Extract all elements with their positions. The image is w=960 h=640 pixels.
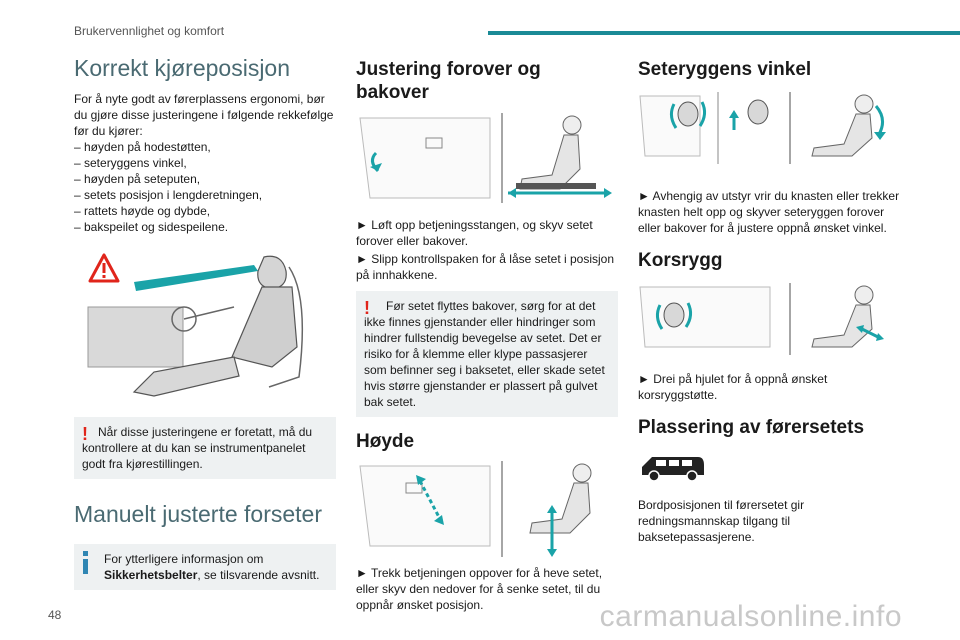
column-1: Korrekt kjøreposisjon For å nyte godt av… [74,55,336,590]
van-icon [638,451,900,483]
warning-text: Når disse justeringene er foretatt, må d… [82,425,313,472]
page-number: 48 [48,608,62,622]
section-heading-posture: Korrekt kjøreposisjon [74,55,291,81]
driver-seat-position-text: Bordposisjonen til førersetet gir rednin… [638,498,805,545]
intro-paragraph: For å nyte godt av førerplassens ergonom… [74,92,334,139]
watermark: carmanualsonline.info [599,600,902,633]
driving-posture-illustration [74,247,336,403]
section-heading-backrest: Seteryggens vinkel [638,59,812,80]
section-heading-height: Høyde [356,430,415,452]
list-item: – setets posisjon i lengderetningen, [74,188,263,203]
list-item: – seteryggens vinkel, [74,156,187,171]
warning-icon: ! [82,424,88,445]
backrest-step: ► Avhengig av utstyr vrir du knasten ell… [638,188,900,235]
section-heading-manual-seats: Manuelt justerte forseter [74,501,323,528]
section-heading-driver-seat-position: Plassering av førersetets [638,416,865,438]
running-header: Brukervennlighet og komfort [74,24,225,38]
warning-box: ! Før setet flyttes bakover, sørg for at… [356,290,618,417]
warning-box: ! Når disse justeringene er foretatt, må… [74,417,336,480]
list-item: – bakspeilet og sidespeilene. [74,220,229,235]
info-box: For ytterligere informasjon om Sikkerhet… [74,543,336,590]
fore-aft-illustration [356,112,618,203]
column-2: Justering forover og bakover ► Løft opp … [356,55,618,613]
lumbar-step: ► Drei på hjulet for å oppnå ønsket kors… [638,371,828,402]
info-link-seatbelts[interactable]: Sikkerhetsbelter [104,567,198,582]
header-accent-bar [488,31,960,35]
info-icon [83,550,88,575]
info-text-pre: For ytterligere informasjon om [104,551,264,566]
warning-text: Før setet flyttes bakover, sørg for at d… [364,298,605,409]
list-item: – høyden på hodestøtten, [74,140,211,155]
fore-aft-step-2: ► Slipp kontrollspaken for å låse setet … [356,251,615,282]
section-heading-fore-aft: Justering forover og bakover [356,59,541,103]
list-item: – høyden på seteputen, [74,172,201,187]
section-heading-lumbar: Korsrygg [638,249,723,271]
lumbar-illustration [638,282,900,355]
height-step: ► Trekk betjeningen oppover for å heve s… [356,566,603,613]
fore-aft-step-1: ► Løft opp betjeningsstangen, og skyv se… [356,217,593,248]
info-text-post: , se tilsvarende avsnitt. [197,567,320,582]
adjustment-list: – høyden på hodestøtten, – seteryggens v… [74,139,336,235]
list-item: – rattets høyde og dybde, [74,204,211,219]
backrest-illustration [638,91,900,164]
height-illustration [356,461,618,558]
warning-icon: ! [364,297,370,318]
column-3: Seteryggens vinkel ► Avhengig av utstyr … [638,55,900,545]
